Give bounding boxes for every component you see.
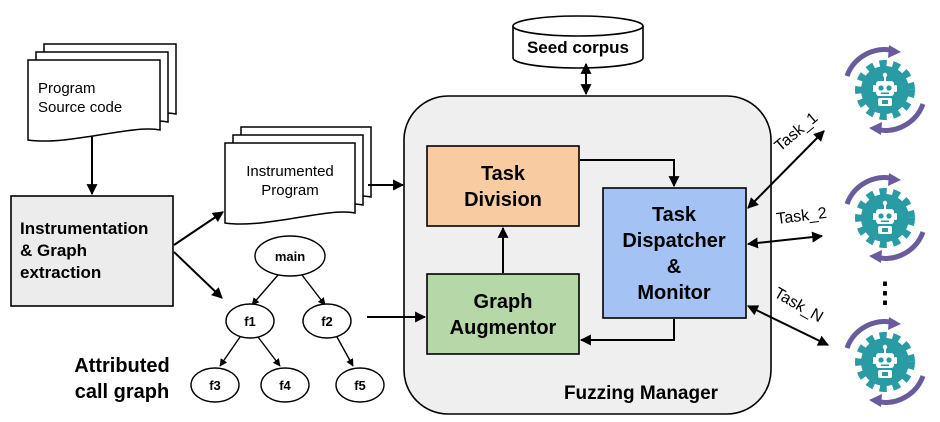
source-code-line1: Program (38, 80, 96, 97)
instrumentation-line3: extraction (20, 263, 101, 282)
arrow-dispatcher-to-augmentor (579, 319, 675, 346)
task2-label: Task_2 (775, 205, 827, 228)
source-code-line2: Source code (38, 99, 122, 116)
arrow-division-to-dispatcher (580, 159, 680, 188)
seed-corpus: Seed corpus (512, 15, 644, 69)
task-division-box: Task Division (426, 145, 580, 227)
instrumentation-line1: Instrumentation (20, 219, 148, 238)
dispatcher-box: Task Dispatcher & Monitor (602, 187, 747, 319)
call-graph-caption-line2: call graph (75, 381, 169, 403)
node-f4 (260, 367, 310, 403)
node-f2 (302, 303, 352, 339)
dispatcher-line4: Monitor (637, 282, 711, 304)
augmentor-box: Graph Augmentor (426, 273, 580, 355)
worker-2 (844, 173, 926, 263)
robot-gear-icon (844, 173, 926, 263)
instrumented-line2: Program (261, 182, 319, 199)
node-f1 (225, 303, 275, 339)
node-f2-label: f2 (321, 314, 333, 329)
source-code-document: Program Source code (27, 43, 177, 142)
dispatcher-line3: & (667, 256, 681, 278)
taskN-label: Task_N (771, 285, 826, 326)
instrumented-line1: Instrumented (246, 163, 334, 180)
call-graph-caption-line1: Attributed (74, 355, 170, 377)
instrumentation-box: Instrumentation & Graph extraction (10, 195, 174, 307)
arrow-task2 (746, 231, 824, 249)
workers-ellipsis: ⋮ (871, 277, 899, 308)
instrumented-program-document: Instrumented Program (224, 126, 372, 225)
instrumentation-line2: & Graph (20, 241, 87, 260)
arrow-taskN (747, 305, 829, 346)
robot-gear-icon (844, 317, 926, 407)
node-f3 (190, 367, 240, 403)
arrow-to-call-graph (173, 251, 223, 299)
flow-arrows (86, 62, 829, 346)
worker-n (844, 317, 926, 407)
node-f3-label: f3 (209, 378, 221, 393)
node-f5-label: f5 (354, 378, 366, 393)
arrow-task1 (747, 130, 825, 209)
task-division-line1: Task (481, 163, 526, 185)
node-f4-label: f4 (279, 378, 291, 393)
node-f5 (335, 367, 385, 403)
seed-corpus-label: Seed corpus (527, 38, 629, 57)
call-graph-edges (219, 274, 354, 367)
augmentor-line2: Augmentor (450, 317, 557, 339)
node-main (254, 235, 326, 277)
robot-gear-icon (844, 45, 926, 135)
fuzzing-manager-label: Fuzzing Manager (564, 383, 719, 404)
task1-label: Task_1 (772, 109, 822, 155)
call-graph: main f1 f2 f3 f4 f5 (190, 235, 385, 403)
arrow-to-instrumented-program (173, 211, 224, 246)
worker-1 (844, 45, 926, 135)
node-f1-label: f1 (244, 314, 256, 329)
dispatcher-line1: Task (652, 204, 697, 226)
task-division-line2: Division (464, 189, 542, 211)
node-main-label: main (275, 249, 305, 264)
augmentor-line1: Graph (474, 291, 533, 313)
dispatcher-line2: Dispatcher (622, 230, 726, 252)
